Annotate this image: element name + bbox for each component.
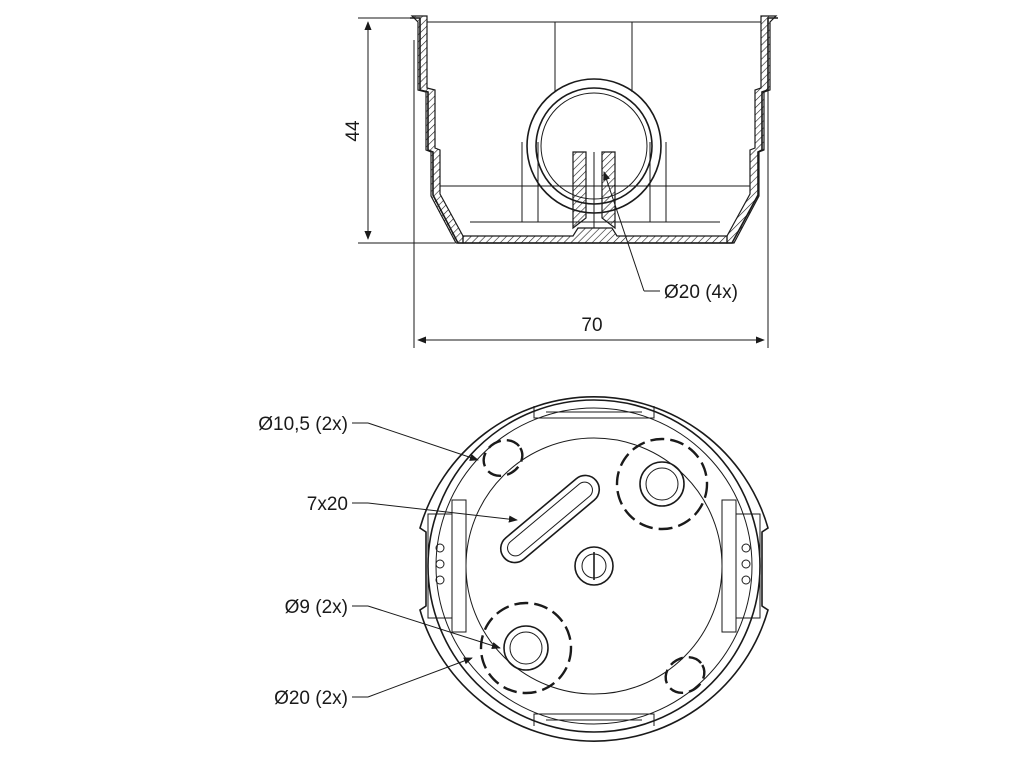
side-hole-label: Ø20 (4x)	[664, 282, 738, 303]
side-section-view: 44 70 Ø20 (4x)	[343, 15, 778, 348]
height-dimension-label: 44	[343, 120, 364, 142]
hole-20-bottom-left	[479, 601, 573, 695]
hole-20-callout: Ø20 (2x)	[274, 657, 473, 709]
hole-20-label: Ø20 (2x)	[274, 688, 348, 709]
right-clip	[721, 499, 761, 633]
left-clip	[427, 499, 467, 633]
slot-label: 7x20	[307, 494, 348, 515]
right-wall-section	[726, 15, 778, 244]
hole-10-5-top-left	[482, 439, 524, 477]
hole-9-label: Ø9 (2x)	[285, 597, 348, 618]
right-support	[649, 142, 667, 223]
post-left-section	[572, 151, 587, 230]
hole-10-5-callout: Ø10,5 (2x)	[258, 414, 479, 461]
plan-outer-contour	[419, 396, 769, 742]
bottom-section	[462, 227, 728, 244]
hole-10-5-label: Ø10,5 (2x)	[258, 414, 348, 435]
bottom-tab	[533, 713, 655, 726]
side-hole-callout: Ø20 (4x)	[603, 171, 738, 303]
hole-10-5-bottom-right	[664, 656, 706, 694]
width-dimension: 70	[413, 40, 769, 348]
center-screw-boss	[574, 546, 614, 586]
slot-7x20	[499, 474, 601, 564]
slot-callout: 7x20	[307, 494, 518, 523]
top-tab	[533, 406, 655, 419]
post-right-section	[601, 151, 616, 230]
hole-20-top-right	[615, 437, 709, 531]
left-wall-section	[410, 15, 464, 244]
hole-9-callout: Ø9 (2x)	[285, 597, 501, 649]
bottom-plan-view: Ø10,5 (2x) 7x20 Ø9 (2x) Ø20 (2x)	[258, 396, 769, 742]
left-support	[521, 142, 539, 223]
height-dimension: 44	[343, 17, 455, 244]
width-dimension-label: 70	[581, 315, 602, 336]
